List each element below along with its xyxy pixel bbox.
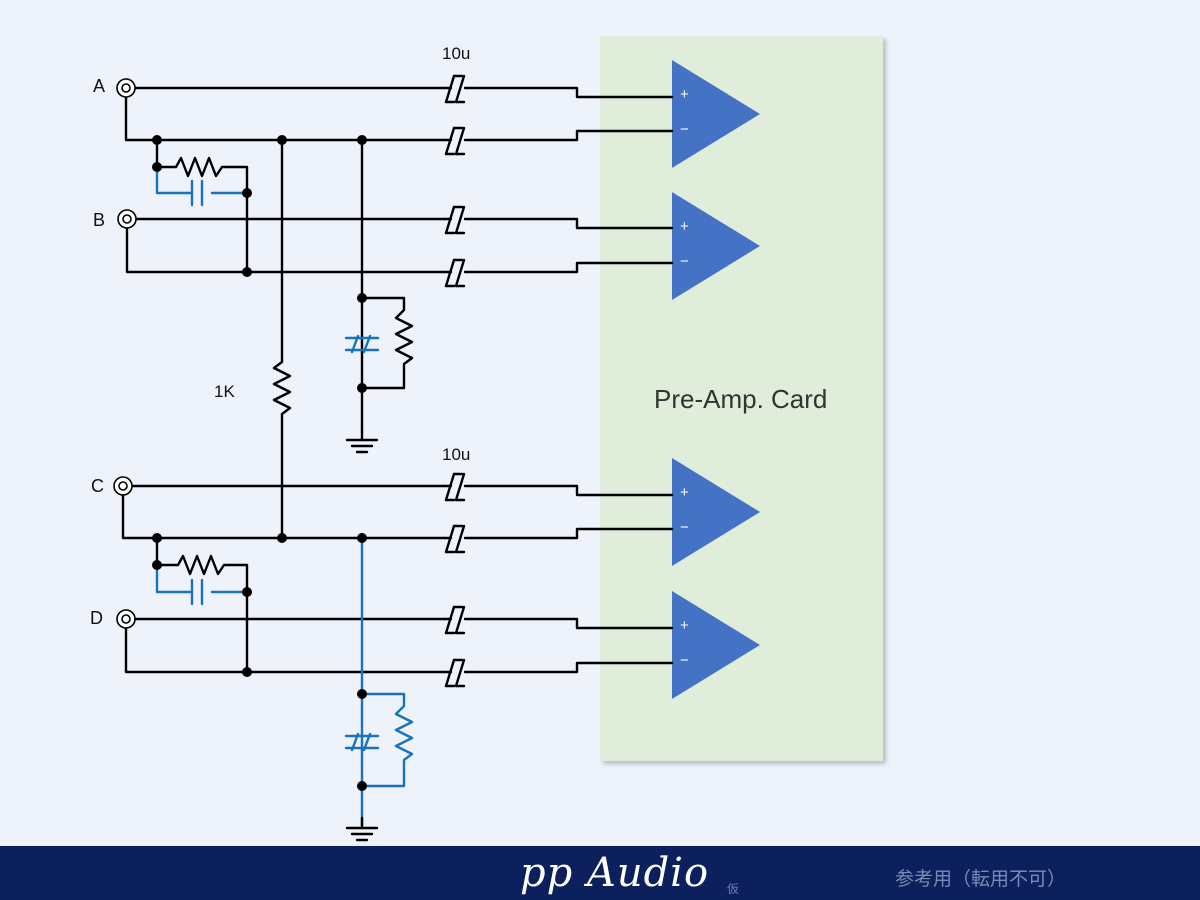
usage-note: 参考用（転用不可） — [895, 869, 1067, 890]
brand-logo: pp Audio — [520, 850, 710, 896]
resistor-label-1k: 1K — [214, 382, 235, 401]
input-label-d: D — [90, 608, 103, 628]
opamp-1-plus: + — [680, 86, 689, 103]
opamp-1: + − — [672, 60, 760, 168]
upper-ground-icon — [345, 428, 379, 454]
coupling-cap-label-top: 10u — [442, 44, 470, 63]
lower-wiring — [121, 484, 674, 674]
brand-sub-mark: 仮 — [727, 882, 740, 896]
schematic-diagram: Pre-Amp. Card + − + − + − + − — [90, 36, 883, 842]
input-label-a: A — [93, 76, 105, 96]
upper-wiring — [124, 86, 674, 540]
upper-bypass-cap — [155, 165, 249, 207]
opamp-2-plus: + — [680, 218, 689, 235]
preamp-card-label: Pre-Amp. Card — [654, 384, 827, 414]
bnc-connector-b-icon — [117, 209, 137, 229]
opamp-1-minus: − — [680, 121, 689, 138]
opamp-2: + − — [672, 192, 760, 300]
opamp-4: + − — [672, 591, 760, 699]
lower-blue-wiring — [155, 536, 414, 828]
input-label-c: C — [91, 476, 104, 496]
bnc-connector-a-icon — [116, 78, 136, 98]
upper-ground-cap — [344, 334, 380, 354]
opamp-3: + − — [672, 458, 760, 566]
opamp-2-minus: − — [680, 253, 689, 270]
bnc-connector-c-icon — [113, 476, 133, 496]
opamp-3-plus: + — [680, 484, 689, 501]
footer-bar: pp Audio 仮 参考用（転用不可） — [0, 846, 1200, 900]
bnc-connector-d-icon — [116, 609, 136, 629]
opamp-3-minus: − — [680, 519, 689, 536]
coupling-cap-label-bottom: 10u — [442, 445, 470, 464]
input-label-b: B — [93, 210, 105, 230]
lower-ground-icon — [345, 816, 379, 842]
opamp-4-plus: + — [680, 617, 689, 634]
opamp-4-minus: − — [680, 652, 689, 669]
